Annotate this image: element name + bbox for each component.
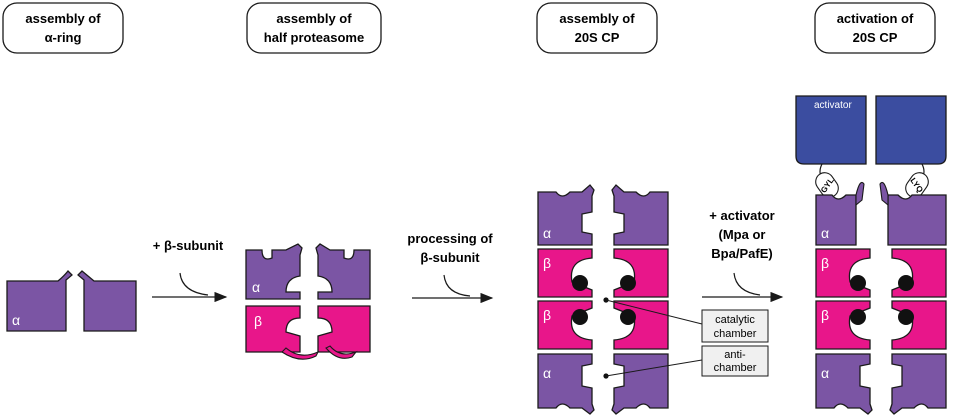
beta-label: β [543, 307, 551, 323]
activator-half [875, 95, 947, 165]
active-site [850, 275, 866, 291]
beta-subunit [613, 300, 669, 350]
alpha-subunit [245, 243, 303, 300]
callout-line [605, 299, 703, 325]
beta-label: β [821, 255, 829, 271]
stage-title-line1: assembly of [559, 11, 635, 26]
beta-subunit [891, 300, 947, 350]
callout-text: chamber [714, 362, 757, 374]
step-label: processing of [407, 231, 493, 246]
active-site [898, 275, 914, 291]
alpha-label: α [543, 365, 551, 381]
stage-title-line2: 20S CP [853, 30, 898, 45]
callout-text: catalytic [715, 314, 755, 326]
propeptide [281, 347, 320, 360]
active-site [850, 309, 866, 325]
step-label: + β-subunit [153, 238, 224, 253]
step-label: + activator [709, 208, 774, 223]
beta-subunit [245, 305, 301, 353]
stage-title-line2: α-ring [45, 30, 82, 45]
callout-text: anti- [724, 349, 746, 361]
alpha-subunit [887, 194, 947, 246]
active-site [572, 309, 588, 325]
step-add-activator: + activator (Mpa or Bpa/PafE) [702, 208, 784, 303]
callout-text: chamber [714, 328, 757, 340]
beta-subunit [317, 305, 371, 353]
alpha-subunit [889, 353, 947, 415]
alpha-label: α [821, 365, 829, 381]
step-curve [179, 272, 209, 296]
beta-subunit [891, 248, 947, 298]
alpha-subunit [815, 194, 857, 246]
beta-label: β [821, 307, 829, 323]
stage-title-line1: assembly of [25, 11, 101, 26]
beta-label: β [254, 313, 262, 329]
stage-box-alpha-ring: assembly of α-ring [2, 2, 124, 54]
stage-title-line1: assembly of [276, 11, 352, 26]
alpha-label: α [821, 225, 829, 241]
motif-capsule [905, 172, 929, 198]
alpha-subunit [611, 184, 669, 246]
alpha-subunit [537, 353, 595, 415]
step-label: β-subunit [420, 250, 480, 265]
step-label: Bpa/PafE) [711, 246, 772, 261]
half-proteasome: α β [245, 243, 371, 360]
step-add-beta-subunit: + β-subunit [152, 238, 228, 303]
callout-box [701, 309, 769, 343]
callout-line [605, 359, 703, 377]
propeptide [325, 345, 358, 359]
alpha-subunit [315, 243, 371, 300]
alpha-label: α [252, 279, 260, 295]
stage-box-activation: activation of 20S CP [814, 2, 936, 54]
step-processing-beta: processing of β-subunit [407, 231, 494, 304]
beta-subunit [613, 248, 669, 298]
callout-box [701, 345, 769, 377]
alpha-ring: α [6, 270, 137, 332]
step-curve [733, 272, 761, 296]
alpha-subunit [611, 353, 669, 415]
alpha-label: α [543, 225, 551, 241]
motif-capsule [815, 172, 839, 198]
callout-catalytic-chamber: catalytic chamber [603, 297, 769, 343]
step-label: (Mpa or [719, 227, 766, 242]
activator-label: activator [814, 100, 852, 111]
stage-title-line2: half proteasome [264, 30, 364, 45]
alpha-gate [855, 181, 865, 207]
motif-left: GYL [815, 172, 839, 198]
alpha-label: α [12, 312, 20, 328]
active-site [572, 275, 588, 291]
alpha-gate [879, 181, 889, 207]
active-site [620, 309, 636, 325]
step-curve [443, 274, 471, 297]
stage-title-line1: activation of [837, 11, 914, 26]
stage-box-half-proteasome: assembly of half proteasome [246, 2, 382, 54]
callout-anti-chamber: anti- chamber [603, 345, 769, 379]
beta-label: β [543, 255, 551, 271]
active-site [898, 309, 914, 325]
stage-title-line2: 20S CP [575, 30, 620, 45]
alpha-subunit [6, 270, 73, 332]
motif-right: LYQ [905, 172, 929, 198]
alpha-subunit [815, 353, 873, 415]
activator-half [795, 95, 867, 165]
activated-core-particle: activator GYL LYQ α β β α [795, 95, 947, 415]
alpha-subunit [77, 270, 137, 332]
active-site [620, 275, 636, 291]
stage-box-20s-cp: assembly of 20S CP [536, 2, 658, 54]
alpha-subunit [537, 184, 595, 246]
core-particle-20s: α β β α [537, 184, 669, 415]
